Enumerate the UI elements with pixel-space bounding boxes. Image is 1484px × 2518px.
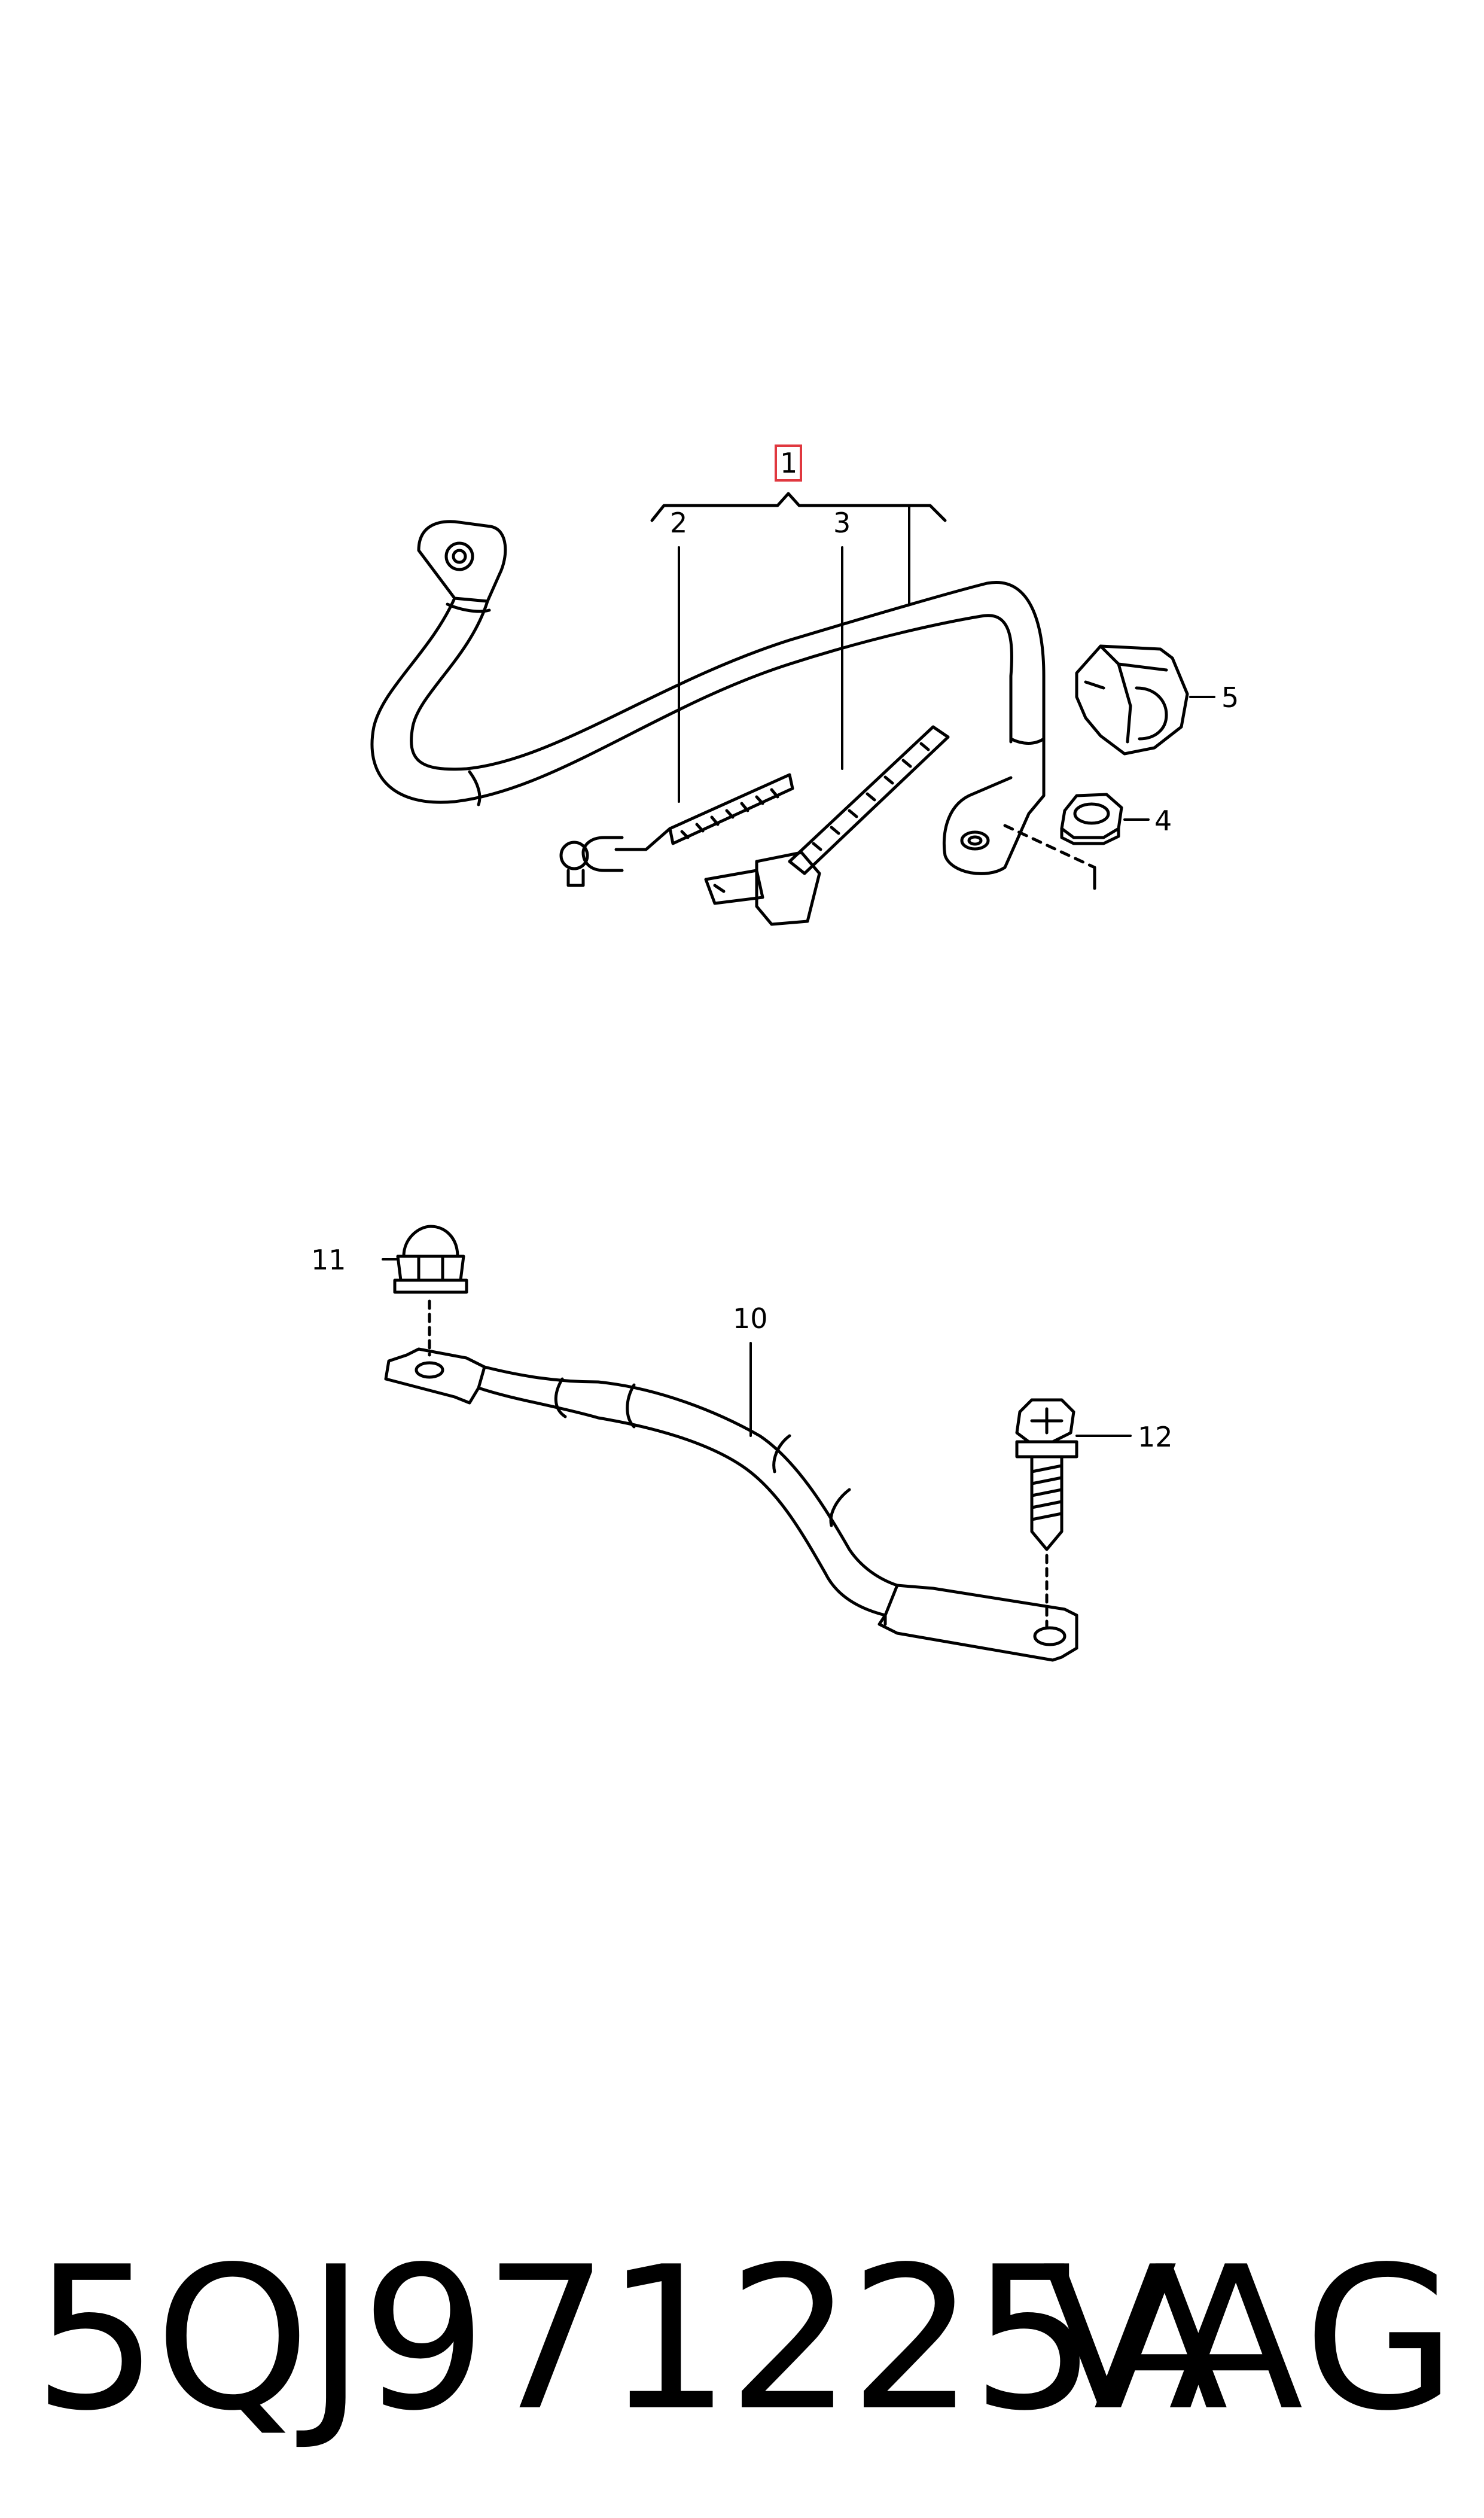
top-ring-terminal — [417, 520, 507, 603]
callout-2-label: 2 — [670, 507, 687, 539]
callout-11-label: 11 — [311, 1244, 346, 1276]
terminal-cover-part — [1075, 644, 1189, 756]
ground-strap-assembly — [384, 1347, 1078, 1662]
hex-nut-part — [1060, 793, 1123, 845]
callout-1-bracket — [650, 492, 947, 522]
callout-12-label: 12 — [1138, 1421, 1173, 1453]
brand-label: VAG — [1042, 2224, 1460, 2454]
top-ring-terminal-nut — [444, 541, 474, 571]
upper-leader-lines — [678, 504, 1215, 821]
part-number-label: 5QJ971225A — [33, 2224, 1229, 2454]
ground-strap-right-lug — [877, 1584, 1078, 1662]
callout-1-highlight-box — [775, 444, 802, 482]
cap-nut-part — [393, 1225, 468, 1357]
right-cable-lug — [942, 740, 1046, 875]
callout-4-label: 4 — [1154, 805, 1172, 837]
callout-5-label: 5 — [1221, 681, 1239, 714]
lower-leader-lines — [382, 1258, 1132, 1437]
cable-tie-edge-clip-part — [704, 725, 950, 926]
callout-1-label: 1 — [780, 447, 797, 479]
cable-tie-clip-part — [559, 773, 794, 887]
ground-strap-left-lug — [384, 1347, 486, 1405]
battery-cable-assembly — [370, 520, 1096, 890]
screw-part — [1015, 1398, 1078, 1629]
callout-3-label: 3 — [833, 507, 851, 539]
battery-cable-outline-bottom — [410, 581, 1046, 771]
callout-10-label: 10 — [733, 1302, 768, 1335]
battery-cable-outline-top — [370, 596, 1013, 804]
